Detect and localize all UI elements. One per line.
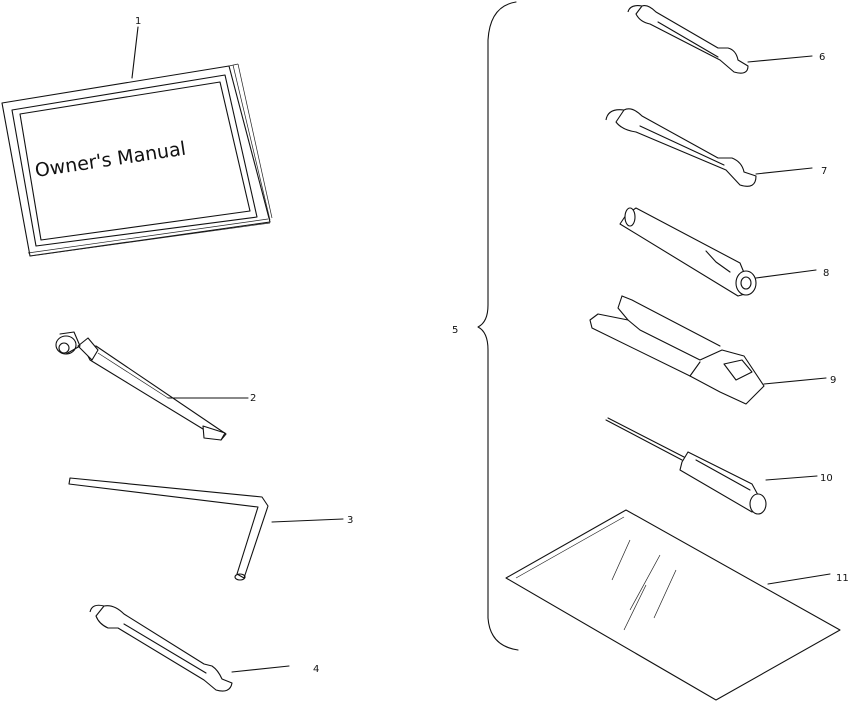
screwdriver-10: 10: [605, 417, 833, 515]
callout-1: 1: [135, 16, 141, 27]
callout-6: 6: [819, 52, 825, 63]
callout-9: 9: [830, 375, 836, 386]
callout-7: 7: [821, 166, 827, 177]
callout-4: 4: [313, 664, 319, 675]
callout-5: 5: [452, 325, 458, 336]
channel-tool-9: 9: [589, 295, 836, 405]
open-end-wrench-small: 4: [89, 604, 319, 692]
callout-8: 8: [823, 268, 829, 279]
hex-key: 3: [68, 477, 353, 581]
callout-2: 2: [250, 393, 256, 404]
wrench-6: 6: [627, 5, 825, 74]
tool-bag-11: 11: [505, 509, 848, 701]
spark-plug-wrench: 2: [55, 331, 256, 441]
wrench-7: 7: [605, 108, 827, 187]
callout-10: 10: [820, 473, 833, 484]
toolkit-bracket: 5: [452, 1, 519, 651]
callout-11: 11: [836, 573, 848, 584]
callout-3: 3: [347, 515, 353, 526]
socket-tube-8: 8: [619, 207, 829, 297]
owners-manual-book: Owner's Manual 1: [1, 16, 273, 257]
